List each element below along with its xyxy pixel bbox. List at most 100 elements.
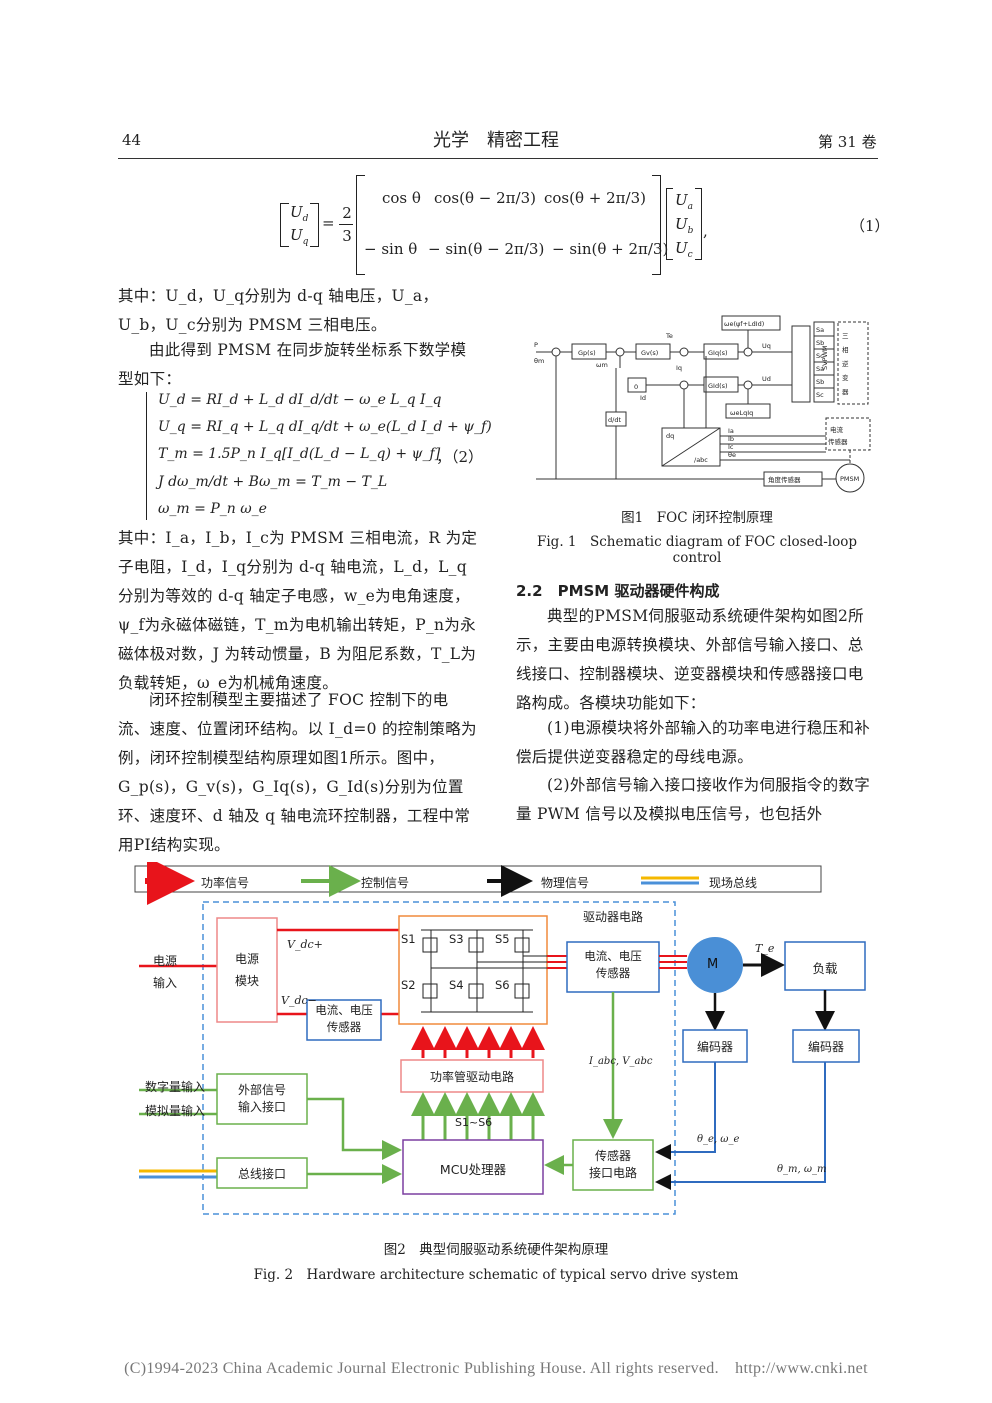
svg-text:PMSM: PMSM bbox=[840, 475, 859, 483]
te-label: T_e bbox=[755, 942, 775, 955]
svg-text:P: P bbox=[534, 341, 538, 349]
svg-text:Id: Id bbox=[640, 394, 646, 402]
svg-text:Te: Te bbox=[665, 332, 673, 340]
current-sensor-block bbox=[825, 417, 871, 451]
legend-control: 控制信号 bbox=[361, 876, 410, 890]
encoder-2-label: 编码器 bbox=[807, 1040, 844, 1054]
figure-2: 功率信号 控制信号 物理信号 现场总线 驱动器电路 电源 输入 电源 模块 V_… bbox=[131, 862, 875, 1240]
svg-text:Ib: Ib bbox=[728, 435, 734, 443]
mcu-label: MCU处理器 bbox=[439, 1162, 507, 1177]
dq-abc-block bbox=[661, 427, 721, 467]
volume-label: 第 31 卷 bbox=[818, 133, 877, 151]
power-module-label: 电源 模块 bbox=[234, 952, 259, 988]
svg-text:Sa: Sa bbox=[816, 326, 824, 334]
svg-text:器: 器 bbox=[842, 388, 849, 396]
copyright-footer: (C)1994-2023 China Academic Journal Elec… bbox=[124, 1360, 868, 1377]
sensor-interface-box bbox=[572, 1139, 654, 1191]
vdc-minus-label: V_dc− bbox=[281, 994, 317, 1007]
digital-input-label: 数字量输入 bbox=[145, 1080, 206, 1094]
left-sensor-label: 电流、电压 传感器 bbox=[315, 1003, 373, 1034]
encoder-1-box bbox=[682, 1029, 748, 1063]
svg-text:Uq: Uq bbox=[762, 342, 771, 350]
svg-text:传感器: 传感器 bbox=[828, 437, 848, 446]
power-input-label: 电源 输入 bbox=[153, 954, 178, 990]
svg-text:电流: 电流 bbox=[830, 425, 844, 434]
vdc-plus-label: V_dc+ bbox=[287, 938, 323, 951]
svg-text:三: 三 bbox=[842, 332, 849, 340]
figure-2-diagram bbox=[134, 862, 866, 1215]
load-label: 负载 bbox=[812, 961, 838, 976]
svg-text:Gp(s): Gp(s) bbox=[578, 349, 596, 357]
encoder-1-label: 编码器 bbox=[696, 1040, 733, 1054]
theta-e-label: θ_e, ω_e bbox=[697, 1134, 740, 1145]
left-paragraph-4: 闭环控制模型主要描述了 FOC 控制下的电流、速度、位置闭环结构。以 I_d=0… bbox=[118, 691, 477, 854]
right-paragraph-1: 典型的PMSM伺服驱动系统硬件架构如图2所示，主要由电源转换模块、外部信号输入接… bbox=[516, 607, 864, 712]
gate-driver-label: 功率管驱动电路 bbox=[429, 1070, 514, 1084]
svg-text:相: 相 bbox=[842, 345, 849, 354]
gate-driver-box bbox=[400, 1059, 544, 1093]
svg-text:d/dt: d/dt bbox=[608, 416, 621, 424]
switch-s6: S6 bbox=[495, 978, 510, 992]
bus-interface-label: 总线接口 bbox=[237, 1167, 286, 1181]
left-paragraph-3: 其中：I_a，I_b，I_c为 PMSM 三相电流，R 为定子电阻，I_d，I_… bbox=[118, 529, 478, 692]
svg-text:Sa: Sa bbox=[816, 365, 824, 373]
ext-interface-label: 外部信号 输入接口 bbox=[237, 1083, 286, 1114]
svg-text:角度传感器: 角度传感器 bbox=[768, 475, 801, 484]
legend-fieldbus: 现场总线 bbox=[709, 876, 758, 890]
header-rule bbox=[118, 158, 878, 159]
svg-text:ωeLqIq: ωeLqIq bbox=[730, 409, 753, 417]
page-number: 44 bbox=[122, 131, 142, 149]
switch-s2: S2 bbox=[401, 978, 416, 992]
inverter-box bbox=[398, 915, 548, 1025]
svg-text:Ud: Ud bbox=[762, 375, 771, 383]
inverter-block bbox=[837, 321, 869, 405]
right-sensor-label: 电流、电压 传感器 bbox=[584, 949, 642, 980]
motor-circle bbox=[687, 937, 743, 993]
left-paragraph-2: 由此得到 PMSM 在同步旋转坐标系下数学模型如下： bbox=[118, 341, 467, 388]
switch-s3: S3 bbox=[449, 932, 464, 946]
legend-physical: 物理信号 bbox=[541, 876, 590, 890]
figure-1-caption-en: Fig. 1 Schematic diagram of FOC closed-l… bbox=[537, 534, 857, 566]
legend-power: 功率信号 bbox=[201, 876, 250, 890]
svg-text:ωe(ψf+LdId): ωe(ψf+LdId) bbox=[724, 320, 764, 328]
power-module-box bbox=[216, 917, 278, 1023]
figure-1-caption-cn: 图1 FOC 闭环控制原理 bbox=[621, 510, 773, 526]
svg-text:Sc: Sc bbox=[816, 391, 824, 399]
s1-s6-label: S1~S6 bbox=[455, 1116, 493, 1129]
left-paragraph-1: 其中：U_d，U_q分别为 d-q 轴电压，U_a，U_b，U_c分别为 PMS… bbox=[118, 287, 439, 334]
decoupling-block-q bbox=[721, 315, 781, 331]
svg-text:/abc: /abc bbox=[694, 456, 708, 464]
pmsm-motor bbox=[835, 463, 865, 493]
journal-title: 光学 精密工程 bbox=[433, 130, 559, 151]
left-sensor-box bbox=[306, 999, 382, 1041]
svg-text:Ia: Ia bbox=[728, 427, 734, 435]
svg-text:Iq: Iq bbox=[676, 364, 682, 372]
switch-s1: S1 bbox=[401, 932, 416, 946]
mcu-box bbox=[402, 1139, 544, 1195]
svg-text:变: 变 bbox=[842, 373, 849, 382]
section-heading: 2.2 PMSM 驱动器硬件构成 bbox=[516, 582, 720, 600]
switch-s4: S4 bbox=[449, 978, 464, 992]
figure-2-caption-en: Fig. 2 Hardware architecture schematic o… bbox=[253, 1267, 739, 1283]
equation-2-number: ，（2） bbox=[436, 448, 484, 466]
drive-circuit-label: 驱动器电路 bbox=[583, 910, 644, 924]
svg-text:Sb: Sb bbox=[816, 378, 824, 386]
svg-text:0: 0 bbox=[634, 383, 638, 391]
svg-text:Gv(s): Gv(s) bbox=[641, 349, 658, 357]
svg-text:dq: dq bbox=[666, 432, 674, 440]
switch-s5: S5 bbox=[495, 932, 510, 946]
svg-text:GId(s): GId(s) bbox=[708, 382, 728, 390]
equation-1-number: （1） bbox=[850, 217, 890, 235]
theta-m-label: θ_m, ω_m bbox=[777, 1164, 827, 1175]
motor-label: M bbox=[707, 957, 719, 972]
svg-text:Ic: Ic bbox=[728, 443, 734, 451]
ext-interface-box bbox=[216, 1073, 308, 1125]
drive-circuit-area bbox=[202, 901, 676, 1215]
analog-input-label: 模拟量输入 bbox=[145, 1104, 206, 1118]
iabc-vabc-label: I_abc, V_abc bbox=[589, 1056, 653, 1067]
bus-interface-box bbox=[216, 1157, 308, 1189]
svg-text:SVPWM: SVPWM bbox=[821, 345, 829, 370]
encoder-2-box bbox=[792, 1029, 860, 1063]
legend-box bbox=[134, 865, 822, 893]
right-paragraph-3: (2)外部信号输入接口接收作为伺服指令的数字量 PWM 信号以及模拟电压信号，也… bbox=[516, 776, 871, 823]
